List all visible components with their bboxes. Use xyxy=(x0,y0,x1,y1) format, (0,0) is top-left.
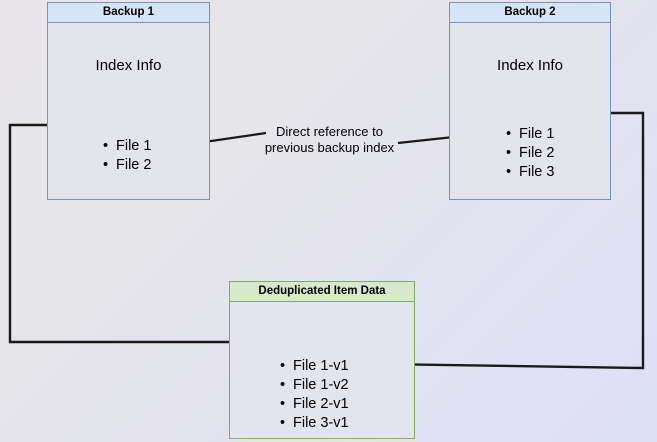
node-backup-2-header: Backup 2 xyxy=(449,2,611,23)
edge-label-line-1: Direct reference to xyxy=(276,124,383,139)
node-backup-2-index-info: Index Info xyxy=(497,57,563,74)
list-item: File 2 xyxy=(103,156,151,175)
deduplicated-file-list: File 1-v1 File 1-v2 File 2-v1 File 3-v1 xyxy=(280,357,349,433)
node-backup-1-body: Index Info File 1 File 2 xyxy=(47,23,210,200)
list-item: File 2 xyxy=(506,144,554,163)
node-backup-2-body: Index Info File 1 File 2 File 3 xyxy=(449,23,611,200)
node-deduplicated-item-data-header: Deduplicated Item Data xyxy=(229,281,415,302)
node-backup-1[interactable]: Backup 1 Index Info File 1 File 2 xyxy=(47,2,210,200)
list-item: File 1 xyxy=(103,137,151,156)
list-item: File 2-v1 xyxy=(280,395,349,414)
list-item: File 1-v1 xyxy=(280,357,349,376)
edge-label-direct-reference: Direct reference to previous backup inde… xyxy=(252,124,407,156)
node-backup-1-header: Backup 1 xyxy=(47,2,210,23)
node-deduplicated-item-data[interactable]: Deduplicated Item Data File 1-v1 File 1-… xyxy=(229,281,415,439)
node-deduplicated-item-data-body: File 1-v1 File 1-v2 File 2-v1 File 3-v1 xyxy=(229,302,415,439)
node-backup-2[interactable]: Backup 2 Index Info File 1 File 2 File 3 xyxy=(449,2,611,200)
node-backup-1-index-info: Index Info xyxy=(95,57,162,74)
edge-label-line-2: previous backup index xyxy=(264,140,395,155)
list-item: File 1 xyxy=(506,125,554,144)
list-item: File 3-v1 xyxy=(280,414,349,433)
list-item: File 3 xyxy=(506,163,554,182)
list-item: File 1-v2 xyxy=(280,376,349,395)
backup-1-file-list: File 1 File 2 xyxy=(103,137,151,175)
backup-2-file-list: File 1 File 2 File 3 xyxy=(506,125,554,182)
